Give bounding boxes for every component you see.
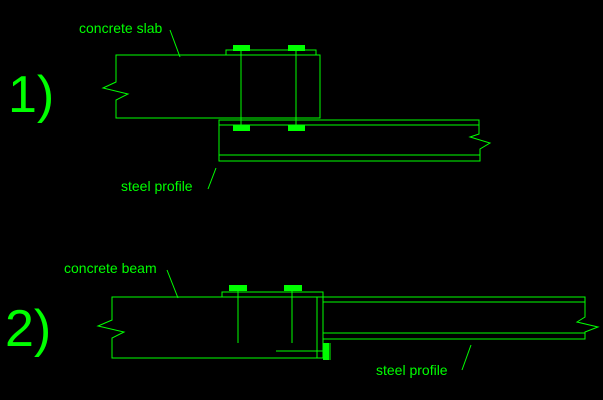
concrete-slab-label: concrete slab [79,20,162,36]
bolt-1-nut [233,125,250,131]
steel-profile-2-outline [323,296,600,340]
steel-profile-2-label: steel profile [376,362,448,378]
detail-1-number: 1) [8,66,54,124]
bolt-2-head [288,45,305,51]
concrete-beam-outline [96,296,324,359]
top-plate-2 [221,291,324,298]
concrete-beam-leader [166,269,179,299]
steel-profile-1-leader [207,167,217,190]
anchor-2-head [284,285,302,291]
detail-1: 1) concrete slab steel profile [8,20,492,194]
detail-2-number: 2) [5,300,51,358]
bolt-1-head [233,45,250,51]
steel-profile-1-label: steel profile [121,178,193,194]
anchor-1-head [229,285,247,291]
concrete-slab-leader [169,29,181,58]
steel-profile-2-leader [461,344,472,371]
end-weld-block [323,343,329,360]
bolt-2-nut [288,125,305,131]
concrete-slab-outline [101,54,321,119]
detail-2: 2) concrete beam steel profile [5,260,600,378]
concrete-beam-label: concrete beam [64,260,157,276]
top-plate [225,49,317,56]
